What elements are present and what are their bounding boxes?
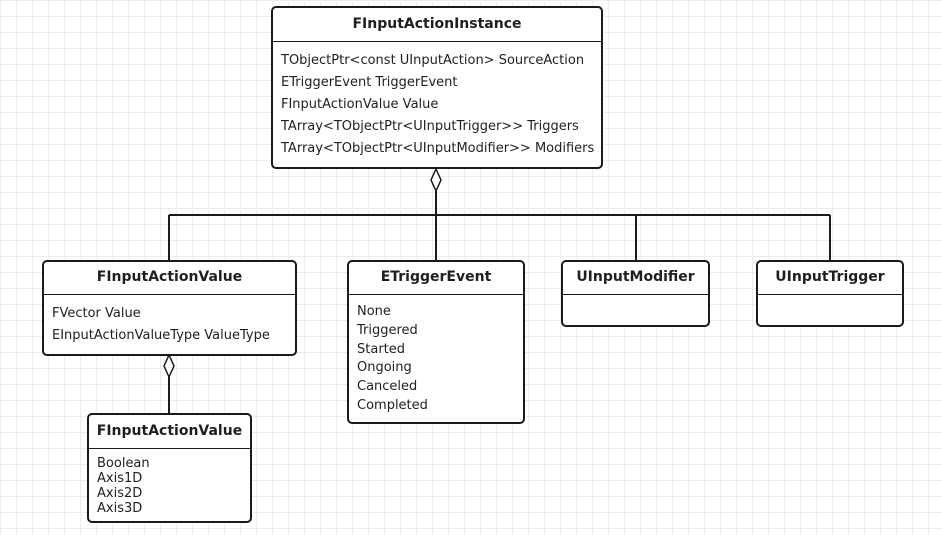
class-members: FVector Value EInputActionValueType Valu… <box>44 295 295 347</box>
member-row: FInputActionValue Value <box>281 97 439 112</box>
member-row: Ongoing <box>357 360 412 376</box>
class-box-finputactionvalue-types[interactable]: FInputActionValue Boolean Axis1D Axis2D … <box>87 413 252 523</box>
member-row: TArray<TObjectPtr<UInputTrigger>> Trigge… <box>281 119 579 134</box>
member-row: FVector Value <box>52 306 141 321</box>
class-name: FInputActionValue <box>89 415 250 449</box>
class-box-uinputtrigger[interactable]: UInputTrigger <box>756 260 904 327</box>
member-row: ETriggerEvent TriggerEvent <box>281 75 458 90</box>
member-row: TArray<TObjectPtr<UInputModifier>> Modif… <box>281 141 595 156</box>
aggregation-diamond-instance <box>430 167 442 193</box>
class-box-finputactioninstance[interactable]: FInputActionInstance TObjectPtr<const UI… <box>271 6 603 169</box>
member-row: TObjectPtr<const UInputAction> SourceAct… <box>281 53 585 68</box>
member-row: Boolean <box>97 456 150 471</box>
class-members: None Triggered Started Ongoing Canceled … <box>349 295 523 416</box>
class-name: ETriggerEvent <box>349 262 523 295</box>
class-name: FInputActionValue <box>44 262 295 295</box>
class-box-etriggerevent[interactable]: ETriggerEvent None Triggered Started Ong… <box>347 260 525 424</box>
class-name: UInputModifier <box>563 262 708 295</box>
class-members: Boolean Axis1D Axis2D Axis3D <box>89 449 250 516</box>
member-row: EInputActionValueType ValueType <box>52 328 270 343</box>
class-name: UInputTrigger <box>758 262 902 295</box>
member-row: Axis2D <box>97 486 143 501</box>
class-name: FInputActionInstance <box>273 8 601 42</box>
member-row: Axis3D <box>97 501 143 516</box>
aggregation-diamond-value <box>163 353 175 379</box>
member-row: Axis1D <box>97 471 143 486</box>
member-row: Started <box>357 341 406 357</box>
class-members: TObjectPtr<const UInputAction> SourceAct… <box>273 42 601 160</box>
connector-instance-children <box>168 214 831 260</box>
member-row: Triggered <box>357 322 418 338</box>
member-row: None <box>357 304 391 319</box>
member-row: Completed <box>357 397 428 413</box>
class-box-uinputmodifier[interactable]: UInputModifier <box>561 260 710 327</box>
class-box-finputactionvalue[interactable]: FInputActionValue FVector Value EInputAc… <box>42 260 297 356</box>
member-row: Canceled <box>357 379 418 395</box>
